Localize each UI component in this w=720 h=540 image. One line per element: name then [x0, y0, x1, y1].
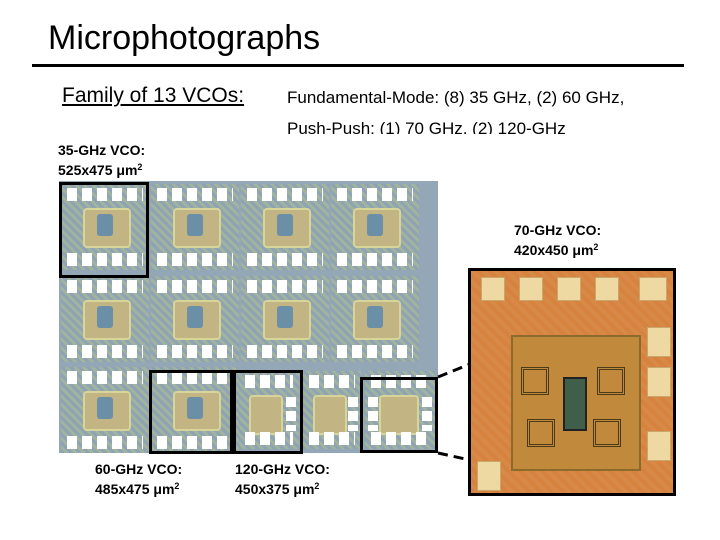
vco-cell-120ghz: [239, 371, 299, 449]
die-microphotograph: [59, 181, 438, 453]
transistor-core: [563, 377, 587, 431]
vco60-exponent: 2: [174, 481, 180, 491]
vco35-name: 35-GHz VCO:: [58, 142, 146, 158]
vco-cell-120ghz: [303, 371, 361, 449]
bond-pad: [639, 277, 667, 301]
vco35-size: 525x475 μm: [58, 162, 138, 178]
vco120-highlight-box: [233, 370, 303, 454]
title-divider: [32, 64, 684, 67]
vco35-label: 35-GHz VCO: 525x475 μm2: [58, 142, 145, 179]
vco70-size-line: 420x450 μm2: [514, 239, 601, 259]
bond-pad: [595, 277, 619, 301]
vco-cell: [151, 184, 239, 270]
vco70-size: 420x450 μm: [514, 242, 594, 258]
bond-pad: [481, 277, 505, 301]
vco120-size-line: 450x375 μm2: [235, 478, 330, 498]
vco60-size-line: 485x475 μm2: [95, 478, 182, 498]
vco35-exponent: 2: [137, 162, 143, 172]
vco60-size: 485x475 μm: [95, 481, 175, 497]
vco-cell: [151, 367, 239, 453]
vco60-name: 60-GHz VCO:: [95, 461, 183, 477]
vco-family-heading: Family of 13 VCOs:: [62, 84, 245, 107]
bond-pad: [647, 431, 671, 461]
vco120-name: 120-GHz VCO:: [235, 461, 330, 477]
vco-cell: [331, 184, 419, 270]
vco60-label: 60-GHz VCO: 485x475 μm2: [95, 461, 182, 498]
vco-cell: [61, 367, 149, 453]
bond-pad: [647, 367, 671, 397]
vco70-exponent: 2: [593, 242, 599, 252]
vco35-highlight-box: [59, 182, 149, 278]
vco70-zoom-photo: [468, 268, 676, 496]
vco70-label: 70-GHz VCO: 420x450 μm2: [514, 222, 601, 259]
bond-pad: [519, 277, 543, 301]
slide-title: Microphotographs: [48, 19, 321, 57]
vco-cell: [331, 276, 419, 362]
vco35-size-line: 525x475 μm2: [58, 159, 145, 179]
vco120-size: 450x375 μm: [235, 481, 315, 497]
vco-core-circuit: [511, 335, 641, 471]
fundamental-mode-text: Fundamental-Mode: (8) 35 GHz, (2) 60 GHz…: [287, 88, 625, 107]
bond-pad: [477, 461, 501, 491]
vco-cell-70ghz: [365, 371, 435, 449]
vco70-name: 70-GHz VCO:: [514, 222, 602, 238]
vco-cell: [241, 276, 329, 362]
vco-cell: [61, 276, 149, 362]
vco-cell: [151, 276, 239, 362]
vco120-exponent: 2: [314, 481, 320, 491]
vco-cell: [61, 184, 149, 270]
vco70-highlight-box: [360, 377, 438, 453]
push-push-text: Push-Push: (1) 70 GHz, (2) 120-GHz: [287, 119, 566, 134]
vco60-highlight-box: [149, 370, 233, 454]
vco120-label: 120-GHz VCO: 450x375 μm2: [235, 461, 330, 498]
bond-pad: [557, 277, 581, 301]
bond-pad: [647, 327, 671, 357]
vco-cell: [241, 184, 329, 270]
